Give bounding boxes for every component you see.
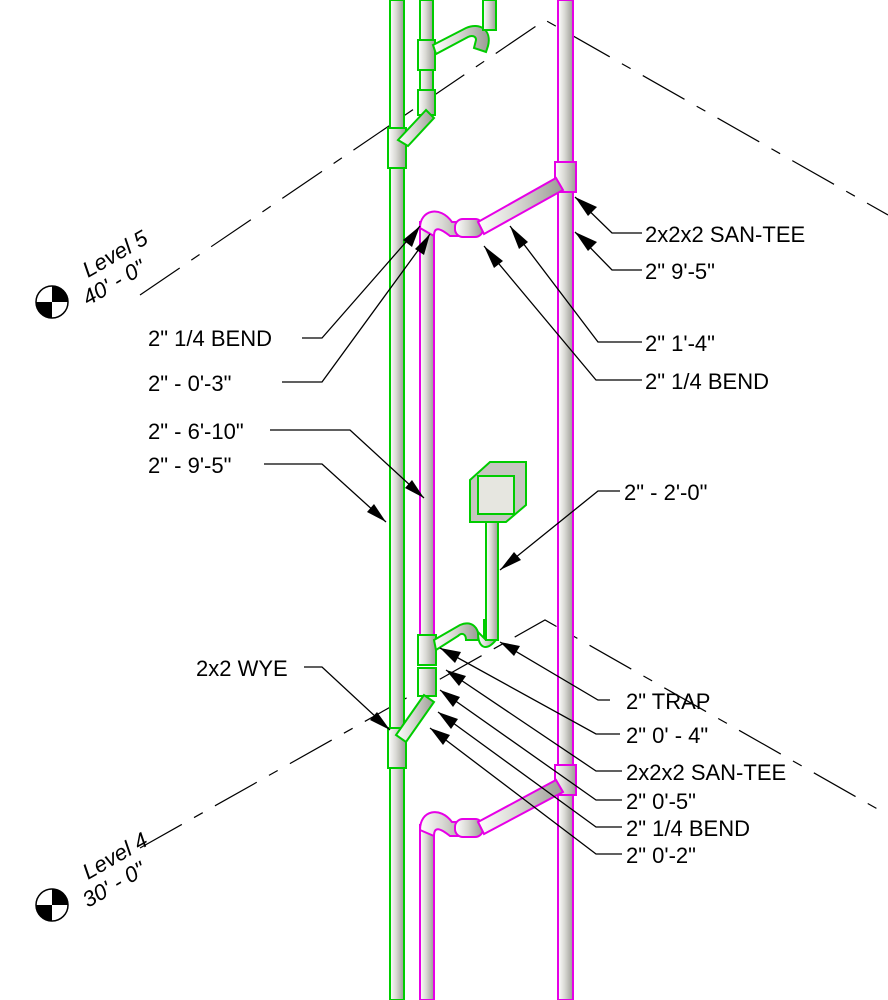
level-5-line	[139, 19, 888, 296]
tag-santee-low: 2x2x2 SAN-TEE	[626, 760, 786, 785]
tag-length-2-0: 2" - 2'-0"	[624, 480, 707, 505]
tag-length-0-4: 2" 0' - 4"	[626, 723, 708, 748]
level-5-marker: Level 5 40' - 0"	[35, 225, 153, 319]
tag-length-0-2: 2" 0'-2"	[626, 843, 696, 868]
waste-branch-upper	[418, 176, 565, 643]
level-4-line	[139, 619, 888, 849]
level-4-marker: Level 4 30' - 0"	[35, 827, 152, 922]
tag-bend-upper-right: 2" 1/4 BEND	[645, 369, 769, 394]
tag-trap: 2" TRAP	[626, 689, 710, 714]
tag-length-9-5-left: 2" - 9'-5"	[148, 453, 231, 478]
tag-length-0-5: 2" 0'-5"	[626, 789, 696, 814]
vent-branch-lower	[394, 461, 527, 744]
tag-length-6-10: 2" - 6'-10"	[148, 419, 244, 444]
vent-branch-upper	[396, 0, 497, 148]
waste-branch-lower	[418, 778, 565, 1000]
vent-stack-left	[387, 0, 407, 1000]
tag-length-9-5-right: 2" 9'-5"	[645, 259, 715, 284]
pipe-tags: 2x2x2 SAN-TEE 2" 9'-5" 2" 1'-4" 2" 1/4 B…	[148, 222, 805, 868]
tag-length-1-4: 2" 1'-4"	[645, 331, 715, 356]
level-reference-lines	[139, 19, 888, 849]
leader-lines	[264, 196, 642, 855]
tag-santee-top: 2x2x2 SAN-TEE	[645, 222, 805, 247]
tag-bend-low: 2" 1/4 BEND	[626, 816, 750, 841]
tag-length-0-3: 2" - 0'-3"	[148, 371, 231, 396]
tag-bend-upper-left: 2" 1/4 BEND	[148, 326, 272, 351]
tag-wye: 2x2 WYE	[196, 656, 288, 681]
waste-stack-right	[554, 0, 577, 1000]
